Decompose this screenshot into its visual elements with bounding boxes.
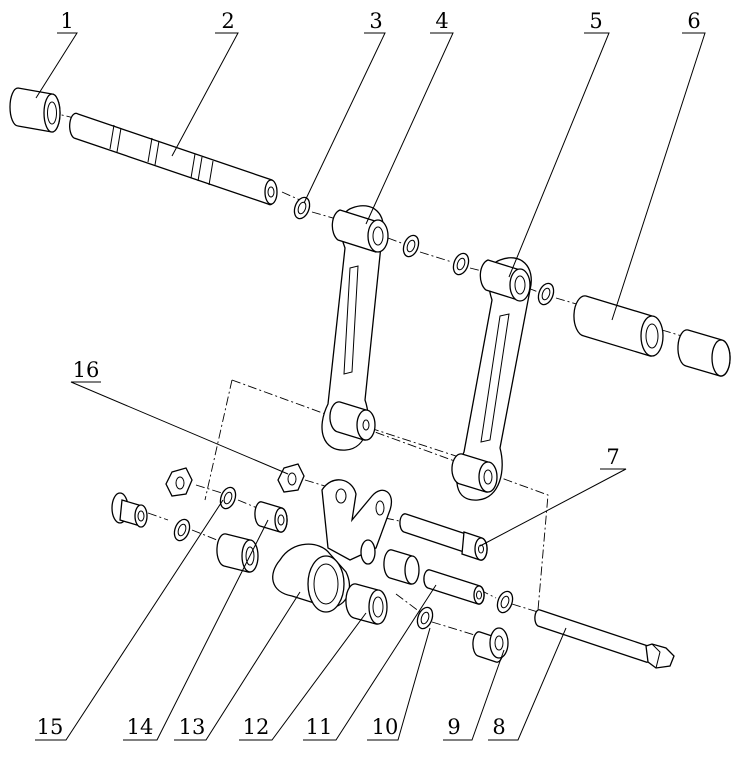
part-6-sleeve xyxy=(573,295,664,357)
part-2-shaft xyxy=(69,112,278,206)
part-10-washer xyxy=(416,606,434,630)
callout-5: 5 xyxy=(589,9,602,33)
callout-6: 6 xyxy=(687,9,700,33)
flanged-bushing-left xyxy=(111,492,148,528)
callout-9: 9 xyxy=(447,715,460,739)
callout-15: 15 xyxy=(37,715,64,739)
end-cap xyxy=(677,329,731,377)
callout-11: 11 xyxy=(306,715,333,739)
axle-washers xyxy=(402,234,555,306)
callout-13: 13 xyxy=(179,715,206,739)
callout-8: 8 xyxy=(492,715,505,739)
lower-left-nut xyxy=(165,467,193,497)
callout-10: 10 xyxy=(372,715,399,739)
callout-3: 3 xyxy=(369,9,382,33)
callout-12: 12 xyxy=(243,715,270,739)
part-11-sleeve xyxy=(423,569,485,605)
part-4-link-plate xyxy=(321,205,389,451)
callout-14: 14 xyxy=(127,715,154,739)
leader-lines xyxy=(35,32,706,741)
part-1-bushing xyxy=(9,87,61,133)
part-12-bearing xyxy=(345,583,388,625)
part-15-washer xyxy=(173,486,237,542)
washer-near-8 xyxy=(496,590,514,614)
part-5-link-plate xyxy=(451,257,532,501)
callout-4: 4 xyxy=(435,9,448,33)
callout-2: 2 xyxy=(221,9,234,33)
part-7-pin xyxy=(399,513,488,561)
part-14-spacer xyxy=(254,501,288,533)
callout-numbers: 1 2 3 4 5 6 7 8 9 10 11 12 13 14 15 16 xyxy=(37,9,701,739)
part-16-nut xyxy=(277,463,305,493)
part-9-flanged-bushing xyxy=(472,627,509,663)
part-13-rocker xyxy=(272,479,393,613)
part-8-bolt xyxy=(534,609,675,669)
part-3-washer xyxy=(293,196,311,220)
callout-16: 16 xyxy=(73,358,100,382)
callout-1: 1 xyxy=(60,9,73,33)
bushing-right-of-rocker xyxy=(383,549,420,585)
callout-7: 7 xyxy=(606,445,619,469)
